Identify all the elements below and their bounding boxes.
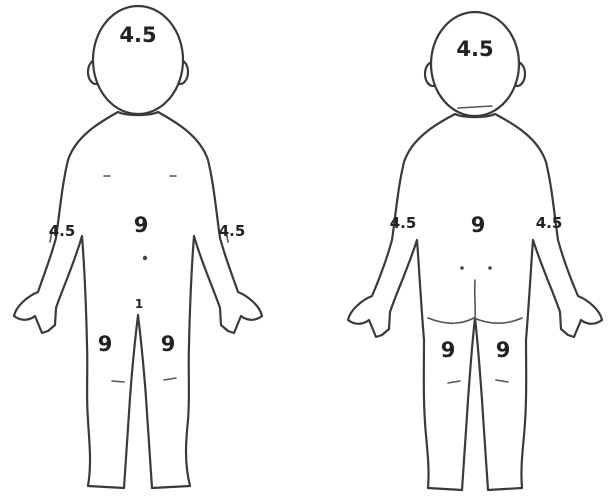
back-head-label: 4.5 [456, 37, 493, 61]
back-head [431, 12, 519, 116]
back-left-dimple [460, 266, 464, 270]
front-left-arm-label: 4.5 [49, 222, 76, 240]
front-left-knee [112, 381, 124, 382]
front-right-arm-label: 4.5 [219, 222, 246, 240]
front-left-leg-label: 9 [98, 332, 113, 356]
back-trunk-label: 9 [471, 213, 486, 237]
back-right-arm-label: 4.5 [536, 214, 563, 232]
front-perineum-label: 1 [135, 297, 143, 311]
back-left-arm-label: 4.5 [390, 214, 417, 232]
back-figure: 4.5 9 4.5 4.5 9 9 [348, 12, 602, 490]
back-left-leg-label: 9 [441, 338, 456, 362]
front-head-label: 4.5 [119, 23, 156, 47]
back-right-leg-label: 9 [496, 338, 511, 362]
back-buttock-cleft [475, 280, 476, 318]
front-right-leg-label: 9 [161, 332, 176, 356]
back-right-dimple [488, 266, 492, 270]
front-figure: 4.5 9 4.5 4.5 1 9 9 [14, 6, 262, 488]
front-navel [143, 256, 147, 260]
front-trunk-label: 9 [134, 213, 149, 237]
